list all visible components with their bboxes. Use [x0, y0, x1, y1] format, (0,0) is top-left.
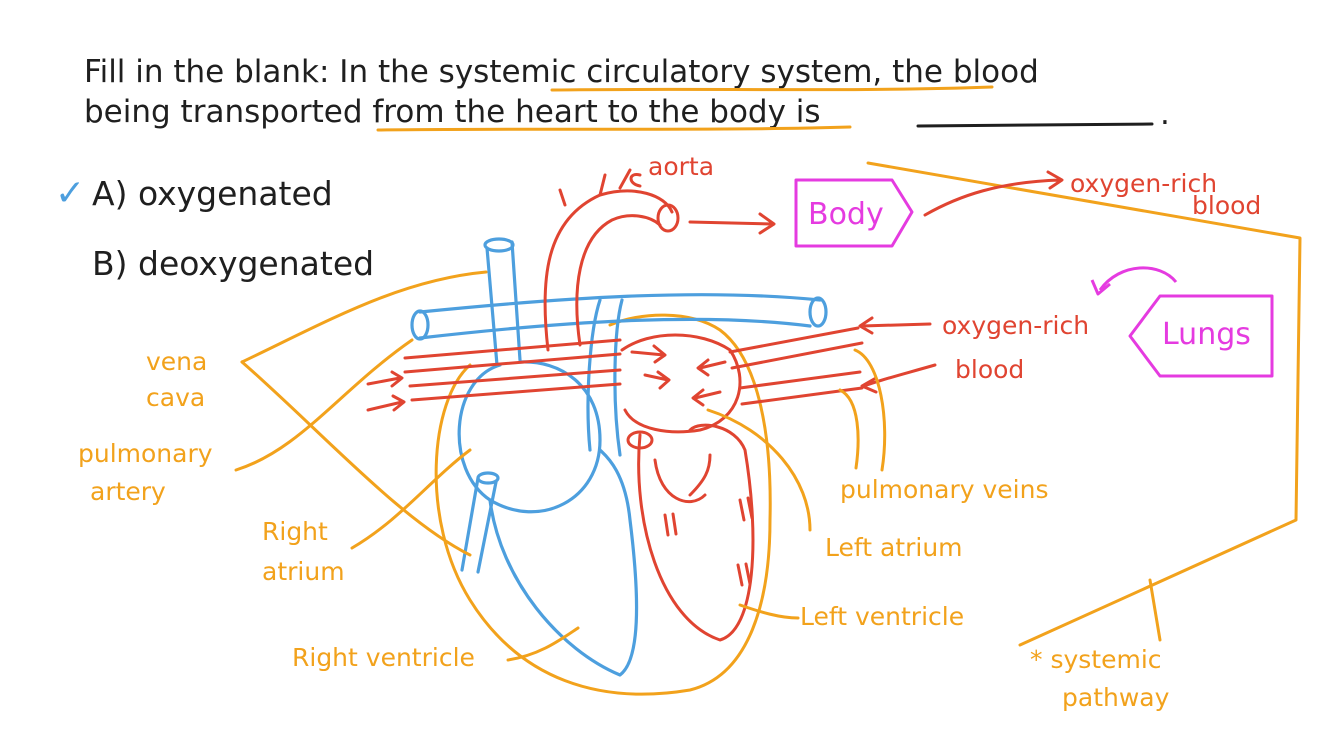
left-ventricle-chamber	[637, 423, 755, 642]
vena-cava-top-opening	[483, 237, 515, 253]
flow-arrow-icon	[696, 358, 727, 377]
pulmonary-artery-tube	[418, 293, 822, 340]
left-heart-red: aorta oxygen-rich blood oxygen-rich bloo…	[366, 152, 1261, 642]
flow-arrow-icon	[630, 344, 667, 364]
right-heart-blue	[410, 237, 828, 677]
leader-lines	[234, 270, 887, 662]
vena-cava-label-line1: vena	[146, 347, 207, 376]
lungs-return-arrow-icon	[1090, 266, 1178, 296]
question-block: Fill in the blank: In the systemic circu…	[84, 54, 1170, 132]
body-label: Body	[808, 197, 884, 232]
body-tag-shape	[794, 178, 914, 248]
ventricle-flow-icon	[688, 453, 712, 497]
right-atrium-chamber	[457, 360, 602, 514]
flow-arrow-icon	[366, 394, 406, 412]
pulmonary-trunk	[586, 298, 624, 457]
oxygen-rich-mid-blood-label: blood	[955, 355, 1024, 384]
left-atrium-chamber	[620, 333, 742, 434]
right-atrium-label-line2: atrium	[262, 557, 345, 586]
right-ventricle-label: Right ventricle	[292, 643, 475, 672]
mitral-valve-opening	[626, 430, 654, 450]
systemic-pathway-label-line1: * systemic	[1030, 645, 1162, 674]
ventricle-hatch-marks	[736, 562, 752, 587]
right-pulmonary-veins	[728, 326, 864, 406]
aorta-arch	[543, 189, 674, 352]
systemic-pathway-label-line2: pathway	[1062, 683, 1170, 712]
aorta-label: aorta	[648, 152, 714, 181]
aorta-label-hook	[629, 173, 642, 188]
right-ventricle-chamber	[488, 448, 639, 677]
pulmonary-artery-label-line1: pulmonary	[78, 439, 213, 468]
lungs-box: Lungs	[1090, 266, 1274, 378]
oxygen-rich-mid-label: oxygen-rich	[942, 311, 1089, 340]
flow-arrow-icon	[366, 370, 404, 388]
orange-labels: vena cava pulmonary artery Right atrium …	[78, 347, 1170, 712]
answer-blank-line	[916, 122, 1154, 128]
pulmonary-veins-label: pulmonary veins	[840, 475, 1048, 504]
aorta-branches	[558, 168, 632, 207]
left-atrium-leader-line	[706, 408, 812, 532]
vena-cava-leader-line	[240, 360, 472, 557]
right-ventricle-leader-line	[506, 626, 580, 662]
left-atrium-label: Left atrium	[825, 533, 963, 562]
oxygen-rich-top-label: oxygen-rich	[1070, 169, 1217, 198]
aorta-to-body-arrow-icon	[688, 212, 776, 235]
body-outflow-arrow-icon	[923, 170, 1064, 217]
option-a[interactable]: A) oxygenated	[92, 174, 333, 213]
incoming-oxygen-arrow-icon	[860, 363, 937, 394]
left-pulmonary-veins	[403, 338, 622, 402]
option-b[interactable]: B) deoxygenated	[92, 244, 374, 283]
aorta-opening	[656, 203, 680, 233]
answer-options: ✓ A) oxygenated B) deoxygenated	[55, 173, 374, 283]
systemic-pathway-bracket	[866, 161, 1302, 647]
lungs-label: Lungs	[1162, 317, 1251, 352]
inferior-vena-cava	[460, 476, 498, 574]
vena-cava-label-line2: cava	[146, 383, 205, 412]
systemic-circulatory-system-underline	[550, 85, 994, 92]
ventricle-hatch-marks	[738, 496, 754, 522]
pulmonary-artery-leader-line	[234, 338, 414, 472]
ventricle-flow-icon	[653, 458, 707, 504]
pulmonary-artery-label-line2: artery	[90, 477, 166, 506]
flow-arrow-icon	[643, 370, 671, 390]
oxygen-rich-top-blood-label: blood	[1192, 191, 1261, 220]
right-atrium-label-line1: Right	[262, 517, 328, 546]
left-ventricle-label: Left ventricle	[800, 602, 964, 631]
pulmonary-artery-left-opening	[410, 309, 430, 341]
inferior-vena-cava-opening	[476, 471, 500, 485]
vena-cava-leader-line	[240, 270, 488, 364]
checkmark-icon: ✓	[55, 173, 85, 214]
pulmonary-veins-leader-line	[838, 348, 887, 472]
pulmonary-artery-right-opening	[808, 296, 828, 328]
heart-to-body-underline	[376, 125, 852, 132]
left-ventricle-leader-line	[738, 603, 800, 620]
lungs-tag-shape	[1128, 294, 1274, 378]
systemic-pathway-pointer	[1148, 578, 1162, 642]
right-atrium-leader-line	[350, 448, 472, 550]
body-box: Body	[794, 178, 914, 248]
incoming-oxygen-arrow-icon	[858, 316, 932, 335]
question-line-2: being transported from the heart to the …	[84, 94, 821, 130]
answer-end-period: .	[1160, 96, 1170, 132]
question-line-1: Fill in the blank: In the systemic circu…	[84, 54, 1039, 90]
ventricle-hatch-marks	[663, 512, 678, 537]
flow-arrow-icon	[691, 388, 722, 407]
